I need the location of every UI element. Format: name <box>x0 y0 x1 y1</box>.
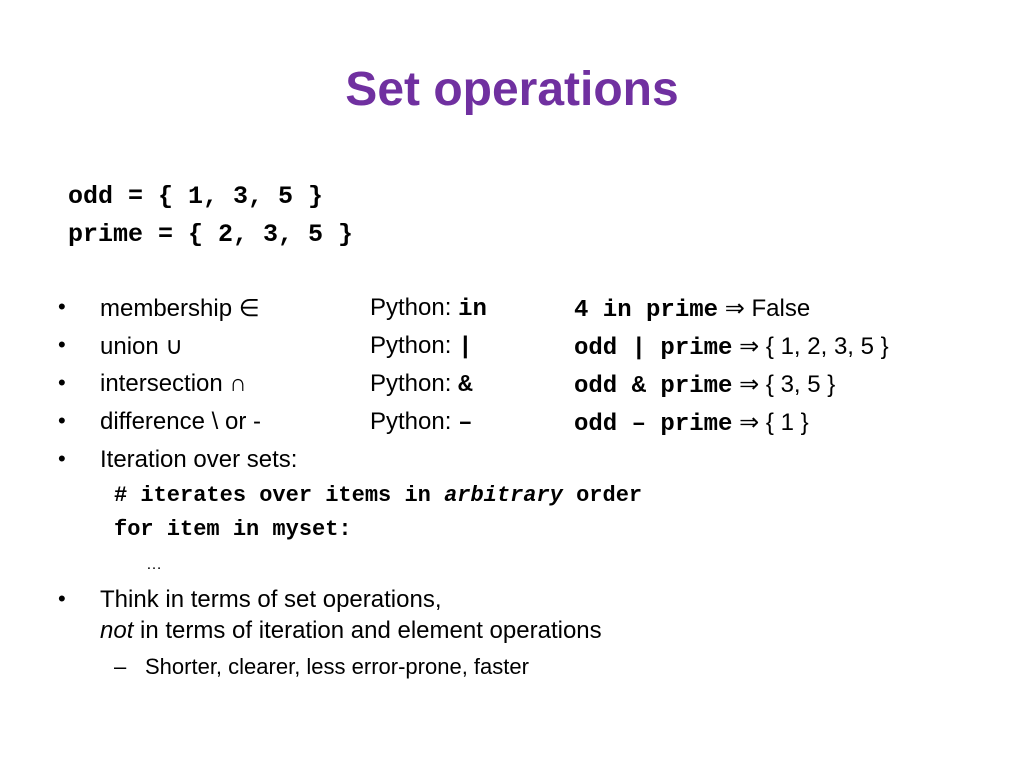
bullet: • <box>58 294 66 319</box>
operation-name: intersection ∩ <box>100 370 247 397</box>
operation-example: 4 in prime ⇒ False <box>574 295 811 324</box>
implies-arrow: ⇒ <box>739 409 760 436</box>
difference-symbol: \ or - <box>211 408 261 435</box>
operation-name: difference \ or - <box>100 408 261 435</box>
not-emphasis: not <box>100 617 134 644</box>
sub-bullet-dash: – <box>114 654 127 679</box>
slide-title: Set operations <box>345 63 679 116</box>
iteration-loop: for item in myset: <box>114 517 352 542</box>
operation-row-union: • union ∪ Python: | odd | prime ⇒ { 1, 2… <box>0 332 1024 368</box>
operation-example: odd – prime ⇒ { 1 } <box>574 409 809 438</box>
operation-example: odd & prime ⇒ { 3, 5 } <box>574 371 836 400</box>
python-syntax: Python: & <box>370 370 473 399</box>
advice-line1: Think in terms of set operations, <box>100 586 442 613</box>
operation-result: { 3, 5 } <box>765 371 836 398</box>
operation-row-membership: • membership ∈ Python: in 4 in prime ⇒ F… <box>0 294 1024 330</box>
iteration-comment: # iterates over items in arbitrary order <box>114 483 643 508</box>
bullet: • <box>58 586 66 611</box>
iteration-heading-row: • Iteration over sets: <box>0 446 1024 482</box>
membership-symbol: ∈ <box>238 295 260 322</box>
union-symbol: ∪ <box>165 333 183 360</box>
loop-body-ellipsis: … <box>146 556 162 573</box>
operation-result: { 1, 2, 3, 5 } <box>765 333 889 360</box>
definition-prime: prime = { 2, 3, 5 } <box>68 220 354 249</box>
operation-name: membership ∈ <box>100 295 260 322</box>
operation-row-difference: • difference \ or - Python: – odd – prim… <box>0 408 1024 444</box>
arbitrary-emphasis: arbitrary <box>444 483 563 508</box>
bullet: • <box>58 408 66 433</box>
intersection-symbol: ∩ <box>229 370 247 397</box>
advice-sub-point: Shorter, clearer, less error-prone, fast… <box>145 654 529 679</box>
operation-result: { 1 } <box>765 409 809 436</box>
implies-arrow: ⇒ <box>739 371 760 398</box>
operation-row-intersection: • intersection ∩ Python: & odd & prime ⇒… <box>0 370 1024 406</box>
operation-name: union ∪ <box>100 333 183 360</box>
implies-arrow: ⇒ <box>724 295 745 322</box>
operation-result: False <box>751 295 811 322</box>
definition-odd: odd = { 1, 3, 5 } <box>68 182 324 211</box>
advice-line2: not in terms of iteration and element op… <box>100 617 602 644</box>
python-syntax: Python: in <box>370 294 487 323</box>
operation-example: odd | prime ⇒ { 1, 2, 3, 5 } <box>574 333 889 362</box>
python-syntax: Python: – <box>370 408 473 437</box>
python-syntax: Python: | <box>370 332 473 361</box>
bullet: • <box>58 370 66 395</box>
iteration-heading: Iteration over sets: <box>100 446 298 473</box>
implies-arrow: ⇒ <box>739 333 760 360</box>
bullet: • <box>58 446 66 471</box>
advice-row: • Think in terms of set operations, <box>0 586 1024 622</box>
bullet: • <box>58 332 66 357</box>
